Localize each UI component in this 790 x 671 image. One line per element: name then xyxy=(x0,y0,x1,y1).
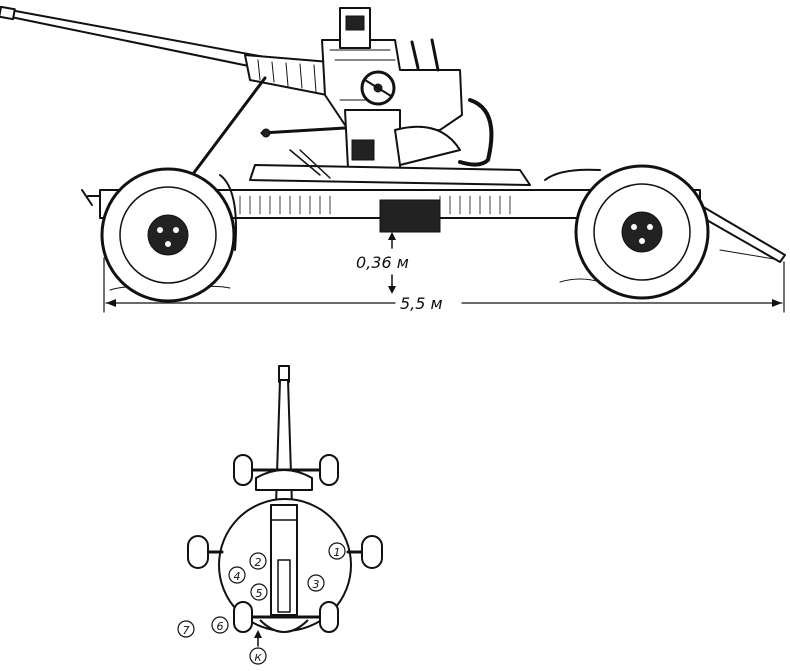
crew-marker-1: 1 xyxy=(328,542,346,560)
svg-text:5: 5 xyxy=(256,587,263,600)
top-rear-wheels xyxy=(233,601,339,633)
length-dimension: 5,5 м xyxy=(103,257,785,313)
platform xyxy=(249,149,531,186)
top-outriggers xyxy=(187,535,383,569)
top-view: 1 2 3 4 5 6 7 К xyxy=(177,365,383,665)
barrel-strut xyxy=(188,76,267,180)
front-wheel xyxy=(100,167,237,303)
svg-text:2: 2 xyxy=(255,556,262,569)
clearance-dimension: 0,36 м xyxy=(356,232,409,294)
crew-marker-3: 3 xyxy=(307,574,325,592)
svg-text:К: К xyxy=(254,653,262,664)
length-label: 5,5 м xyxy=(400,294,443,313)
svg-text:3: 3 xyxy=(313,578,320,591)
top-front-wheels xyxy=(233,454,339,491)
svg-text:4: 4 xyxy=(234,570,241,583)
crew-marker-4: 4 xyxy=(228,566,246,584)
svg-text:6: 6 xyxy=(217,620,224,633)
gun-pedestal xyxy=(260,109,461,169)
crew-marker-5: 5 xyxy=(250,583,268,601)
crew-marker-2: 2 xyxy=(249,552,267,570)
side-view: 0,36 м 5,5 м xyxy=(0,5,786,313)
gun-barrel xyxy=(0,5,333,97)
commander-marker: К xyxy=(249,630,267,665)
top-gun-body xyxy=(270,504,298,616)
clearance-label: 0,36 м xyxy=(356,253,409,272)
rear-wheel xyxy=(544,164,710,300)
crew-marker-6: 6 xyxy=(211,616,229,634)
svg-text:7: 7 xyxy=(183,624,190,637)
crew-marker-7: 7 xyxy=(177,620,195,638)
svg-text:1: 1 xyxy=(334,546,341,559)
